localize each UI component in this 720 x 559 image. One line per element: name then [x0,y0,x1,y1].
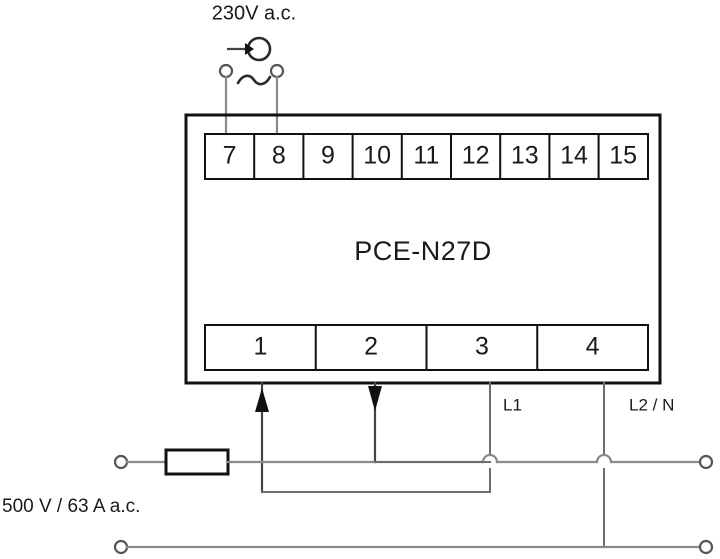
terminal-15[interactable]: 15 [609,142,637,170]
terminal-3[interactable]: 3 [475,333,489,361]
arrow-down-icon [368,386,382,411]
terminal-2[interactable]: 2 [364,333,378,361]
terminal-11[interactable]: 11 [413,142,439,170]
ac-source-label: 230V a.c. [212,2,297,24]
wire-hop-icon-l1 [481,453,499,464]
terminal-7[interactable]: 7 [223,142,237,170]
source-arrow-head-icon [245,43,254,55]
terminal-1[interactable]: 1 [253,333,267,361]
fuse-icon [164,448,230,476]
top-terminal-strip: 7 8 9 10 11 12 13 14 15 [204,133,649,180]
ac-terminal-node-right [269,63,285,79]
sine-wave-icon [236,74,272,86]
top-terminal-strip-frame [204,133,649,180]
ac-terminal-node-left [218,63,234,79]
terminal-13[interactable]: 13 [511,142,539,170]
device-body-group: PCE-N27D [184,113,662,385]
wire-hop-icon-l2n [595,453,613,464]
terminal-9[interactable]: 9 [321,142,335,170]
phase-wire-group [489,382,605,548]
supply-terminal-node-right-bottom [698,539,714,555]
terminal-10[interactable]: 10 [363,142,391,170]
terminal-14[interactable]: 14 [560,142,588,170]
device-model-label: PCE-N27D [354,236,492,266]
supply-terminal-node-right-top [698,454,714,470]
terminal-8[interactable]: 8 [272,142,286,170]
arrow-up-icon [255,388,269,412]
measuring-loop-group [261,461,491,493]
supply-rating-label: 500 V / 63 A a.c. [2,496,140,517]
neutral-bus-group [113,539,714,555]
current-arrow-group [255,381,382,494]
supply-terminal-node-left-top [113,454,129,470]
ac-source-group: 230V a.c. [212,2,297,136]
bottom-terminal-strip: 1 2 3 4 [204,324,649,371]
supply-terminal-node-left-bottom [113,539,129,555]
terminal-4[interactable]: 4 [586,333,600,361]
terminal-12[interactable]: 12 [462,142,490,170]
phase-label-group: L1 L2 / N [503,395,674,414]
phase-label-l2n: L2 / N [629,395,674,414]
device-enclosure [184,113,662,385]
phase-label-l1: L1 [503,395,522,414]
